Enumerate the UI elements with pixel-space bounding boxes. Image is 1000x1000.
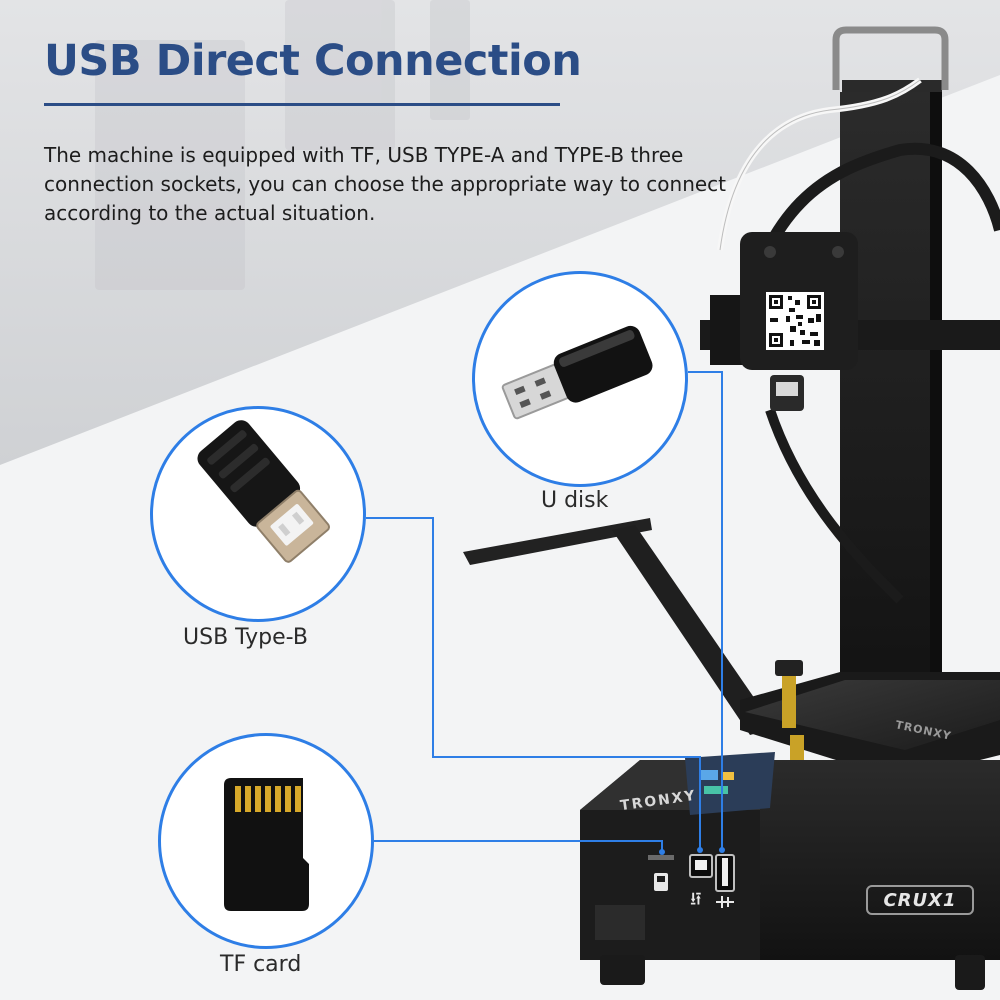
callout-label-tf-card: TF card (220, 952, 302, 977)
connector-line-typeb (366, 517, 701, 850)
connector-line-tf (374, 840, 663, 852)
tf-slot-icon (654, 873, 668, 891)
connector-lines (366, 371, 723, 852)
touch-screen (685, 752, 775, 815)
spool-arm (463, 518, 652, 565)
page-title: USB Direct Connection (44, 36, 582, 86)
usb-flash-drive-icon (501, 325, 653, 420)
model-badge: CRUX1 (866, 885, 974, 915)
title-underline (44, 103, 560, 106)
callout-label-usb-type-b: USB Type-B (183, 625, 308, 650)
qr-pattern (769, 295, 821, 347)
tf-card-icon (224, 778, 309, 911)
tf-slot (648, 855, 674, 860)
connector-line-udisk (688, 371, 723, 850)
print-bed (745, 680, 1000, 750)
background-wall (0, 0, 1000, 465)
usb-type-b-plug-icon (197, 420, 331, 563)
callout-label-udisk: U disk (541, 488, 609, 513)
callout-tf-card (158, 733, 374, 949)
callout-usb-type-b (150, 406, 366, 622)
description: The machine is equipped with TF, USB TYP… (44, 143, 727, 225)
handle (832, 26, 949, 90)
callout-udisk (472, 271, 688, 487)
z-column (840, 92, 940, 712)
svg-text:⭿: ⭿ (690, 889, 702, 910)
